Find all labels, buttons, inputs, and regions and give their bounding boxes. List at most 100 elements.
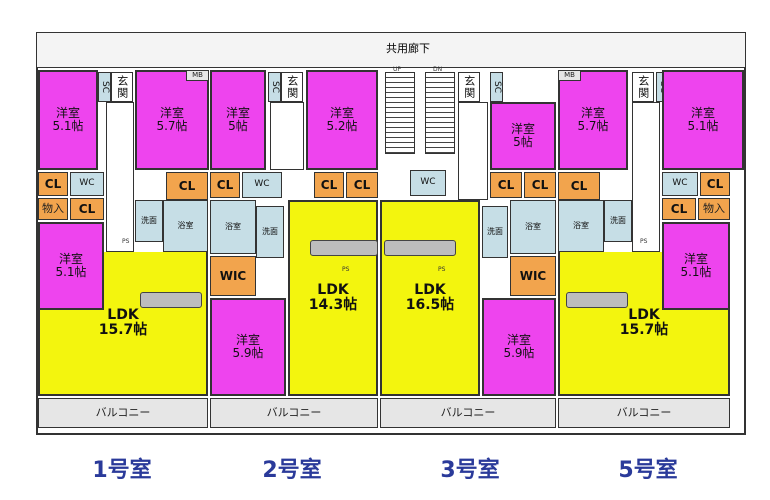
unit1-room-b: 洋室 5.7帖 [135, 70, 209, 170]
unit2-shoe-closet: SC [268, 72, 281, 102]
stairs-up [385, 72, 415, 154]
unit1-cl2-label: CL [78, 201, 96, 216]
unit2-bath-label: 浴室 [225, 221, 241, 231]
unit3-toilet: WC [410, 170, 446, 196]
unit5-wash-label: 洗面 [610, 215, 626, 225]
unit3-cl1-label: CL [497, 177, 515, 192]
unit1-meter-box: MB [186, 70, 209, 81]
stairs-down-label: DN [433, 66, 443, 73]
unit5-ldk-label: LDK [628, 307, 660, 324]
unit3-room-a-label: 洋室 [510, 122, 535, 137]
unit2-entry: 玄関 [281, 72, 303, 102]
unit2-cl3-label: CL [353, 177, 371, 192]
unit2-room-a-size: 5帖 [228, 119, 248, 133]
unit3-balcony-label: バルコニー [440, 406, 496, 420]
unit2-closet-1: CL [210, 172, 240, 198]
unit5-ldk-size: 15.7帖 [619, 322, 669, 338]
unit1-closet-3: CL [166, 172, 208, 200]
unit2-cl2-label: CL [320, 177, 338, 192]
unit5-bath-label: 浴室 [573, 220, 589, 230]
unit1-room-a-label: 洋室 [55, 106, 80, 121]
unit2-room-b-size: 5.2帖 [326, 119, 358, 133]
unit1-entry: 玄関 [111, 72, 133, 102]
unit1-toilet: WC [70, 172, 104, 196]
unit5-room-c-size: 5.1帖 [680, 265, 712, 279]
unit2-room-b-label: 洋室 [329, 106, 354, 121]
unit2-cl1-label: CL [216, 177, 234, 192]
unit2-wc-label: WC [254, 179, 270, 190]
unit3-entry: 玄関 [458, 72, 480, 102]
unit1-kitchen-counter [140, 292, 202, 308]
unit1-storage: 物入 [38, 198, 68, 220]
unit3-room-b-size: 5.9帖 [503, 346, 535, 360]
unit1-balcony-label: バルコニー [95, 406, 151, 420]
unit5-name: 5号室 [618, 458, 678, 483]
unit5-balcony: バルコニー [558, 398, 730, 428]
unit1-wc-label: WC [79, 178, 95, 189]
unit5-kitchen-counter [566, 292, 628, 308]
unit1-wash-label: 洗面 [141, 215, 157, 225]
unit2-room-a-label: 洋室 [225, 106, 250, 121]
unit5-entry-label: 玄関 [636, 75, 650, 99]
unit2-toilet: WC [242, 172, 282, 198]
unit2-ldk-label: LDK [317, 282, 349, 299]
unit5-hallway [632, 102, 660, 252]
unit1-bathroom: 浴室 [163, 200, 208, 252]
unit2-ldk: LDK 14.3帖 [288, 200, 378, 396]
unit3-room-b-label: 洋室 [506, 333, 531, 348]
unit1-room-b-size: 5.7帖 [156, 119, 188, 133]
unit3-room-b: 洋室 5.9帖 [482, 298, 556, 396]
unit2-wic-label: WIC [219, 268, 247, 283]
unit5-room-c-label: 洋室 [683, 252, 708, 267]
unit1-storage-label: 物入 [42, 202, 64, 216]
unit2-kitchen-counter [310, 240, 378, 256]
unit2-room-a: 洋室 5帖 [210, 70, 266, 170]
unit3-name: 3号室 [440, 458, 500, 483]
unit3-bath-label: 浴室 [525, 221, 541, 231]
ps-label: PS [438, 266, 446, 273]
unit5-washroom: 洗面 [604, 200, 632, 242]
unit1-cl3-label: CL [178, 178, 196, 193]
ps-label: PS [342, 266, 350, 273]
unit2-sc-label: SC [270, 81, 281, 93]
unit1-bath-label: 浴室 [177, 220, 194, 230]
unit2-name: 2号室 [262, 458, 322, 483]
unit3-closet-1: CL [490, 172, 522, 198]
unit2-room-c-label: 洋室 [235, 333, 260, 348]
unit1-room-c-overlay: 洋室 5.1帖 [38, 222, 104, 310]
unit5-cl3-label: CL [670, 201, 688, 216]
unit1-entry-label: 玄関 [115, 75, 129, 99]
unit1-ldk-size: 15.7帖 [98, 322, 148, 338]
unit3-kitchen-counter [384, 240, 456, 256]
unit2-bathroom: 浴室 [210, 200, 256, 254]
unit5-cl1-label: CL [570, 178, 588, 193]
unit1-room-a-size: 5.1帖 [52, 119, 84, 133]
unit1-sc-label: SC [100, 81, 111, 93]
unit2-washroom: 洗面 [256, 206, 284, 258]
unit1-closet-2: CL [70, 198, 104, 220]
unit2-closet-3: CL [346, 172, 378, 198]
unit5-meter-box: MB [558, 70, 581, 81]
unit2-room-c-size: 5.9帖 [232, 346, 264, 360]
unit5-closet-2: CL [700, 172, 730, 196]
unit5-mb-label: MB [564, 70, 575, 79]
unit1-hallway [106, 102, 134, 252]
unit3-ldk: LDK 16.5帖 [380, 200, 480, 396]
unit1-room-c-size2: 5.1帖 [55, 265, 87, 279]
unit3-sc-label: SC [492, 81, 503, 93]
unit2-room-b: 洋室 5.2帖 [306, 70, 378, 170]
unit3-room-a-size: 5帖 [513, 135, 533, 149]
ps-label: PS [122, 238, 130, 245]
unit3-balcony: バルコニー [380, 398, 556, 428]
unit3-room-a: 洋室 5帖 [490, 102, 556, 170]
unit5-wc-label: WC [672, 178, 688, 189]
unit1-cl1-label: CL [44, 176, 62, 191]
unit3-shoe-closet: SC [490, 72, 503, 102]
unit3-hallway [458, 102, 488, 200]
unit5-room-b-label: 洋室 [690, 106, 715, 121]
unit5-cl2-label: CL [706, 176, 724, 191]
corridor-label: 共用廊下 [386, 42, 430, 55]
unit2-balcony-label: バルコニー [266, 406, 322, 420]
unit5-storage-label: 物入 [703, 202, 725, 216]
